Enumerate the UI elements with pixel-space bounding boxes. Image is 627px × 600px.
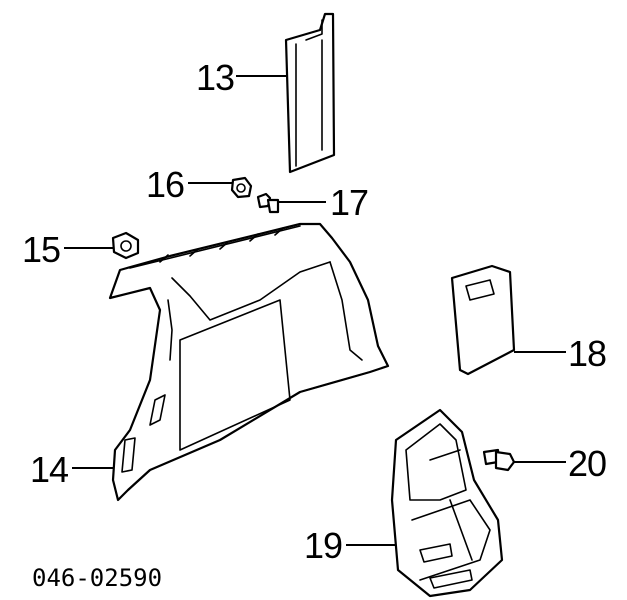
part-14-quarter-trim-panel (108, 222, 390, 502)
part-19-bracket (390, 408, 504, 598)
part-15-clip (111, 231, 140, 260)
part-13-pillar-trim (284, 12, 336, 174)
callout-13: 13 (196, 57, 235, 98)
callout-17: 17 (330, 182, 369, 223)
callout-16: 16 (146, 164, 185, 205)
callout-18: 18 (568, 333, 607, 374)
callout-15: 15 (22, 229, 61, 270)
part-18-cover-panel (450, 264, 516, 376)
callout-19: 19 (304, 525, 343, 566)
part-17-screw (256, 192, 280, 214)
diagram-code: 046-02590 (32, 564, 163, 592)
part-16-clip (230, 176, 253, 199)
part-20-screw (482, 448, 516, 472)
callout-20: 20 (568, 443, 607, 484)
callout-14: 14 (30, 449, 69, 490)
